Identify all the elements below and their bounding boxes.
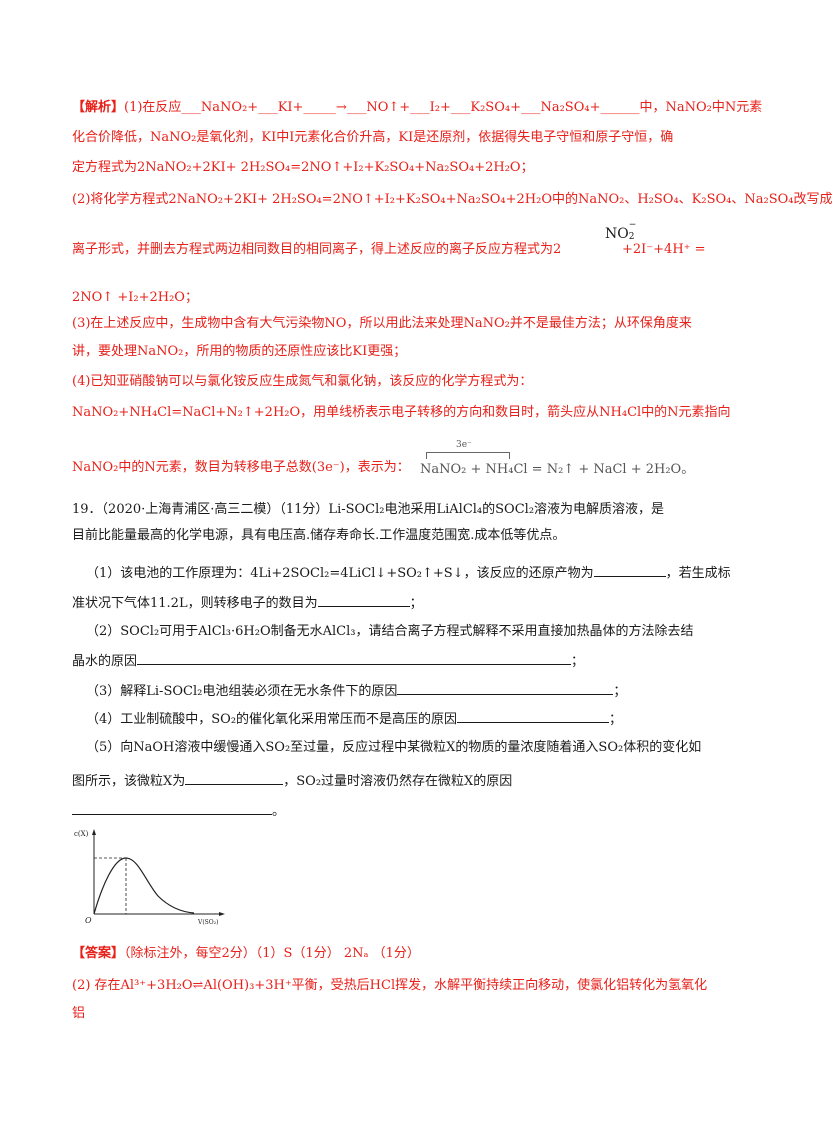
analysis-line-8: 讲，要处理NaNO₂，所用的物质的还原性应该比KI更强； [72, 344, 407, 359]
single-line-bridge-icon [426, 452, 510, 459]
answer-blank-1[interactable] [593, 562, 666, 577]
question-part-3: （3）解释Li-SOCl₂电池组装必须在无水条件下的原因 ； [86, 680, 732, 702]
nitrite-charge: − [628, 220, 637, 230]
question-line-2: 目前比能量最高的化学电源，具有电压高.储存寿命长.工作温度范围宽.成本低等优点。 [72, 528, 566, 543]
answer-blank-6[interactable] [185, 770, 284, 785]
question-part-5-cont: 图所示，该微粒X为 ，SO₂过量时溶液仍然存在微粒X的原因 [72, 770, 732, 792]
concentration-graph: c(X) V(SO₂) O [74, 829, 225, 926]
part1-text-d: ； [409, 596, 423, 611]
question-part-2: （2）SOCl₂可用于AlCl₃·6H₂O制备无水AlCl₃，请结合离子方程式解… [86, 624, 694, 639]
part5-text-b: 图所示，该微粒X为 [72, 774, 186, 789]
electron-count-label: 3e⁻ [456, 440, 472, 450]
analysis-label: 【解析】 [72, 100, 125, 115]
question-part-1-cont: 准状况下气体11.2L，则转移电子的数目为 ； [72, 592, 732, 614]
analysis-line-6: 2NO↑ +I₂+2H₂O； [72, 290, 198, 305]
concentration-curve [93, 857, 195, 915]
part2-text-c: ； [571, 654, 585, 669]
answer-line-2: (2) 存在Al³⁺+3H₂O⇌Al(OH)₃+3H⁺平衡，受热后HCl挥发，水… [72, 978, 708, 993]
answer-label: 【答案】 [72, 946, 125, 961]
origin-label: O [85, 916, 92, 925]
answer-blank-3[interactable] [137, 650, 572, 665]
chem-equation-text: NaNO₂ + NH₄Cl = N₂↑ + NaCl + 2H₂O。 [420, 462, 695, 477]
question-line-1: 19．（2020·上海青浦区·高三二模）（11分）Li-SOCl₂电池采用LiA… [72, 502, 665, 517]
part1-text-c: 准状况下气体11.2L，则转移电子的数目为 [72, 596, 318, 611]
analysis-line-3: 定方程式为2NaNO₂+2KI+ 2H₂SO₄=2NO↑+I₂+K₂SO₄+Na… [72, 160, 534, 175]
x-axis-label: V(SO₂) [197, 919, 218, 926]
part2-text-b: 晶水的原因 [72, 654, 138, 669]
part4-text-b: ； [609, 712, 623, 727]
x-axis-arrow-icon [219, 912, 225, 916]
answer-text-1: （除标注外，每空2分）（1）S（1分） 2Nₐ （1分） [124, 946, 420, 961]
nitrite-subscript: 2 [628, 232, 635, 242]
question-part-1: （1）该电池的工作原理为：4Li+2SOCl₂=4LiCl↓+SO₂↑+S↓，该… [86, 562, 732, 584]
analysis-line-11: NaNO₂中的N元素，数目为转移电子总数(3e⁻)，表示为： [72, 460, 410, 475]
answer-blank-4[interactable] [397, 680, 614, 695]
answer-line-1: 【答案】（除标注外，每空2分）（1）S（1分） 2Nₐ （1分） [72, 944, 732, 964]
analysis-line-10: NaNO₂+NH₄Cl=NaCl+N₂↑+2H₂O，用单线桥表示电子转移的方向和… [72, 405, 731, 420]
nitrite-main: NO [605, 226, 629, 242]
answer-blank-7[interactable] [72, 800, 272, 815]
answer-line-3: 铝 [72, 1006, 86, 1021]
question-part-5-end: 。 [72, 800, 732, 822]
document-page: 【解析】(1)在反应___NaNO₂+___KI+_____→___NO↑+__… [72, 98, 832, 1021]
part1-text-b: ，若生成标 [665, 566, 731, 581]
part5-text-d: 。 [272, 804, 286, 819]
analysis-line-7: (3)在上述反应中，生成物中含有大气污染物NO，所以用此法来处理NaNO₂并不是… [72, 316, 692, 331]
analysis-line-1: 【解析】(1)在反应___NaNO₂+___KI+_____→___NO↑+__… [72, 98, 762, 118]
analysis-text-1: (1)在反应___NaNO₂+___KI+_____→___NO↑+___I₂+… [124, 100, 763, 115]
nitrite-ion-formula: NO− 2 [605, 220, 636, 242]
analysis-line-5: 离子形式，并删去方程式两边相同数目的相同离子，得上述反应的离子反应方程式为2 [72, 242, 562, 257]
analysis-line-9: (4)已知亚硝酸钠可以与氯化铵反应生成氮气和氯化钠，该反应的化学方程式为： [72, 374, 533, 389]
part3-text: （3）解释Li-SOCl₂电池组装必须在无水条件下的原因 [86, 684, 398, 699]
part5-text-c: ，SO₂过量时溶液仍然存在微粒X的原因 [283, 774, 513, 789]
y-axis-arrow-icon [92, 829, 96, 835]
analysis-line-2: 化合价降低，NaNO₂是氧化剂，KI中I元素化合价升高，KI是还原剂，依据得失电… [72, 130, 674, 145]
part3-text-b: ； [613, 684, 627, 699]
question-part-2-cont: 晶水的原因 ； [72, 650, 732, 672]
y-axis-label: c(X) [74, 830, 89, 838]
analysis-line-5-tail: +2I⁻+4H⁺ = [622, 242, 706, 257]
answer-blank-5[interactable] [457, 708, 610, 723]
part4-text: （4）工业制硫酸中，SO₂的催化氧化采用常压而不是高压的原因 [86, 712, 458, 727]
electron-transfer-equation: 3e⁻ NaNO₂ + NH₄Cl = N₂↑ + NaCl + 2H₂O。 [420, 440, 694, 482]
analysis-line-4: (2)将化学方程式2NaNO₂+2KI+ 2H₂SO₄=2NO↑+I₂+K₂SO… [72, 192, 832, 207]
question-part-4: （4）工业制硫酸中，SO₂的催化氧化采用常压而不是高压的原因 ； [86, 708, 732, 730]
answer-blank-2[interactable] [317, 592, 410, 607]
question-part-5: （5）向NaOH溶液中缓慢通入SO₂至过量，反应过程中某微粒X的物质的量浓度随着… [86, 740, 702, 755]
part1-text: （1）该电池的工作原理为：4Li+2SOCl₂=4LiCl↓+SO₂↑+S↓，该… [86, 566, 594, 581]
